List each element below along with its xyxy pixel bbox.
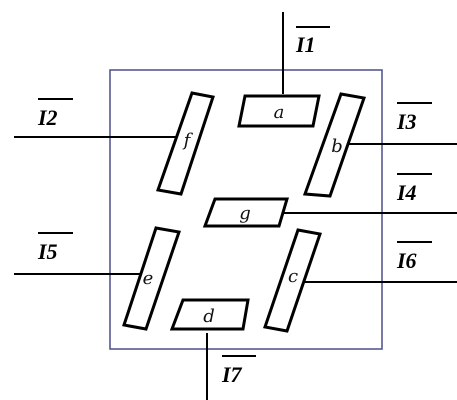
- segment-g-label: g: [239, 203, 251, 224]
- input-label-i6-group: I6: [396, 241, 432, 273]
- input-label-i7: I7: [221, 362, 243, 387]
- segment-d-label: d: [203, 306, 215, 327]
- segment-g: [202, 197, 290, 228]
- input-label-i5-group: I5: [37, 232, 73, 264]
- segment-c-label: c: [288, 266, 298, 287]
- input-label-i1: I1: [295, 32, 316, 57]
- input-label-i3-group: I3: [396, 102, 432, 134]
- segment-d: [169, 298, 250, 331]
- input-label-i4-group: I4: [396, 173, 432, 205]
- input-label-i1-group: I1: [295, 26, 330, 57]
- input-label-i5: I5: [37, 239, 58, 264]
- input-label-i7-group: I7: [221, 355, 256, 387]
- input-label-i3: I3: [396, 109, 417, 134]
- segment-b-label: b: [331, 136, 343, 157]
- segment-f: [155, 91, 215, 196]
- segment-c: [263, 228, 322, 333]
- segment-e: [122, 226, 181, 331]
- input-label-i6: I6: [396, 248, 417, 273]
- input-label-i2-group: I2: [37, 98, 73, 130]
- display-frame: [109, 69, 383, 350]
- segment-b: [302, 92, 366, 198]
- input-label-i2: I2: [37, 105, 58, 130]
- segment-e-label: e: [143, 268, 154, 289]
- segment-a-label: a: [274, 102, 285, 123]
- input-label-i4: I4: [396, 180, 417, 205]
- segment-a: [237, 94, 321, 128]
